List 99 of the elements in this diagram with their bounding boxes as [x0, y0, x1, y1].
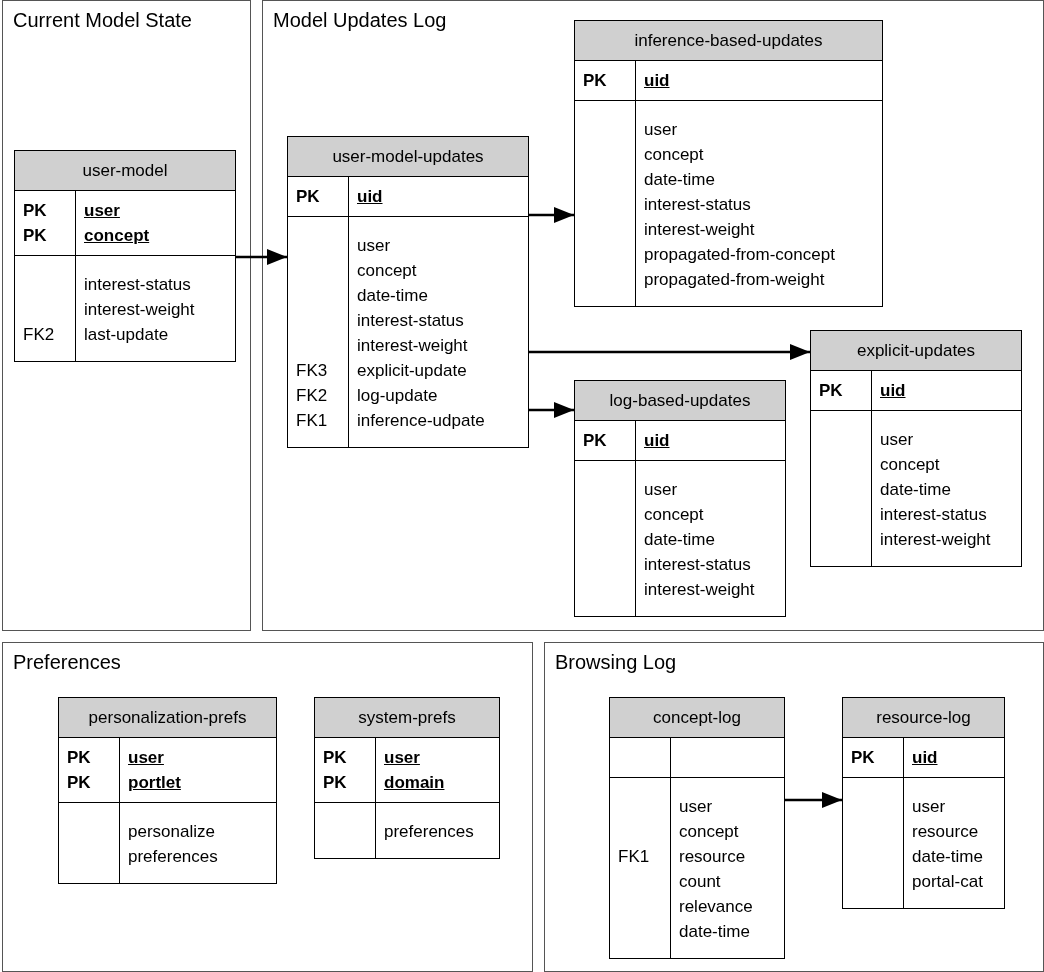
group-title: Browsing Log — [555, 651, 677, 674]
field-name: interest-weight — [357, 335, 468, 356]
field-name: user — [128, 747, 164, 768]
field-name: date-time — [644, 529, 715, 550]
field-name: user — [384, 747, 420, 768]
arrow — [529, 344, 810, 360]
key-label: PK — [323, 772, 347, 793]
entity-table — [810, 330, 1022, 567]
entity-table — [287, 136, 529, 448]
key-label: PK — [23, 200, 47, 221]
key-label: PK — [323, 747, 347, 768]
field-name: date-time — [357, 285, 428, 306]
arrow — [236, 249, 287, 265]
field-name: user — [644, 119, 678, 140]
group-panel — [2, 0, 251, 631]
entity-table — [574, 20, 883, 307]
entity-table — [314, 697, 500, 859]
entity-table — [58, 697, 277, 884]
field-name: uid — [912, 747, 938, 768]
field-name: last-update — [84, 324, 169, 345]
field-name: date-time — [679, 921, 750, 942]
group-title: Model Updates Log — [273, 9, 447, 32]
group-panel — [262, 0, 1044, 631]
table-title: personalization-prefs — [59, 698, 276, 738]
key-label: PK — [583, 430, 607, 451]
field-name: concept — [644, 504, 704, 525]
group-panel — [2, 642, 533, 972]
field-name: portlet — [128, 772, 181, 793]
entity-table — [14, 150, 236, 362]
key-label: PK — [851, 747, 875, 768]
table-title: log-based-updates — [575, 381, 785, 421]
table-title: user-model — [15, 151, 235, 191]
field-name: user — [84, 200, 120, 221]
table-title: resource-log — [843, 698, 1004, 738]
field-name: portal-cat — [912, 871, 983, 892]
field-name: personalize — [128, 821, 215, 842]
field-name: resource — [912, 821, 979, 842]
key-label: FK3 — [296, 360, 328, 381]
field-name: user — [679, 796, 713, 817]
group-panel — [544, 642, 1044, 972]
group-title: Current Model State — [13, 9, 192, 32]
field-name: interest-status — [357, 310, 464, 331]
field-name: interest-weight — [644, 219, 755, 240]
field-name: relevance — [679, 896, 753, 917]
field-name: concept — [84, 225, 150, 246]
table-title: user-model-updates — [288, 137, 528, 177]
entity-table — [842, 697, 1005, 909]
field-name: domain — [384, 772, 445, 793]
field-name: interest-weight — [644, 579, 755, 600]
field-name: concept — [679, 821, 739, 842]
field-name: interest-weight — [880, 529, 991, 550]
field-name: propagated-from-concept — [644, 244, 835, 265]
field-name: interest-status — [880, 504, 987, 525]
field-name: explicit-update — [357, 360, 467, 381]
entity-table — [574, 380, 786, 617]
field-name: uid — [880, 380, 906, 401]
field-name: user — [644, 479, 678, 500]
table-title: inference-based-updates — [575, 21, 882, 61]
field-name: inference-udpate — [357, 410, 485, 431]
field-name: interest-status — [644, 554, 751, 575]
arrow — [529, 402, 574, 418]
field-name: user — [912, 796, 946, 817]
field-name: date-time — [644, 169, 715, 190]
table-title: explicit-updates — [811, 331, 1021, 371]
key-label: FK2 — [296, 385, 328, 406]
field-name: date-time — [912, 846, 983, 867]
field-name: interest-status — [644, 194, 751, 215]
field-name: date-time — [880, 479, 951, 500]
table-title: system-prefs — [315, 698, 499, 738]
group-title: Preferences — [13, 651, 121, 674]
key-label: FK1 — [296, 410, 328, 431]
field-name: concept — [357, 260, 417, 281]
field-name: interest-weight — [84, 299, 195, 320]
field-name: concept — [644, 144, 704, 165]
field-name: uid — [644, 70, 670, 91]
entity-table — [609, 697, 785, 959]
key-label: PK — [819, 380, 843, 401]
table-title: concept-log — [610, 698, 784, 738]
key-label: FK1 — [618, 846, 650, 867]
arrow — [529, 207, 574, 223]
key-label: PK — [296, 186, 320, 207]
key-label: PK — [67, 772, 91, 793]
field-name: interest-status — [84, 274, 191, 295]
key-label: PK — [67, 747, 91, 768]
key-label: PK — [583, 70, 607, 91]
field-name: log-update — [357, 385, 438, 406]
field-name: preferences — [128, 846, 218, 867]
field-name: user — [880, 429, 914, 450]
key-label: PK — [23, 225, 47, 246]
field-name: count — [679, 871, 721, 892]
field-name: user — [357, 235, 391, 256]
key-label: FK2 — [23, 324, 55, 345]
field-name: propagated-from-weight — [644, 269, 825, 290]
field-name: uid — [357, 186, 383, 207]
field-name: uid — [644, 430, 670, 451]
field-name: preferences — [384, 821, 474, 842]
field-name: concept — [880, 454, 940, 475]
field-name: resource — [679, 846, 746, 867]
arrow — [785, 792, 842, 808]
